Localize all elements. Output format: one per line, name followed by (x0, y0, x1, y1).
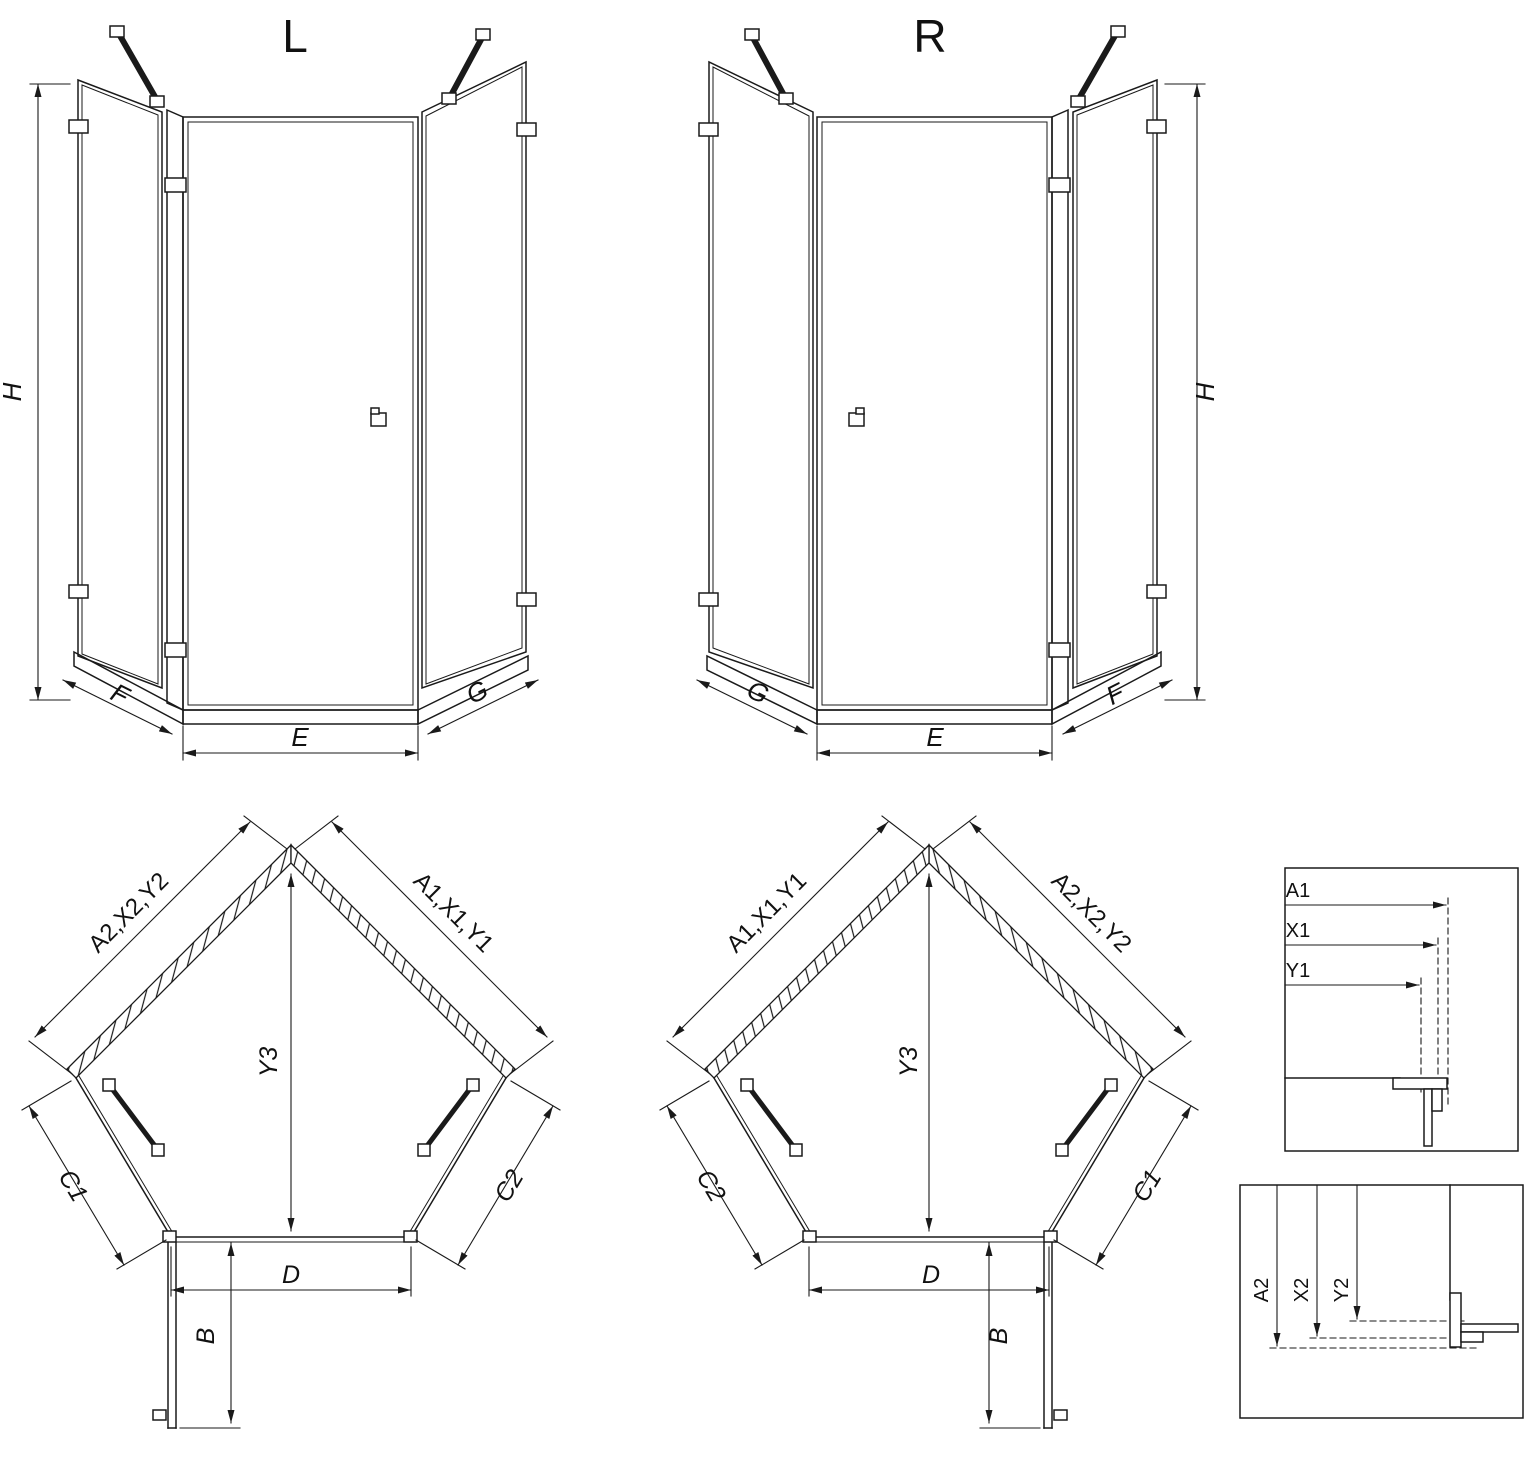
plan-side-right-label-l: C2 (489, 1165, 530, 1207)
plan-door-width-label-r: D (922, 1261, 940, 1289)
dim-label-front-r: E (926, 722, 944, 752)
dim-label-front-l: E (291, 722, 309, 752)
figure-right-plan: A1,X1,Y1 A2,X2,Y2 Y3 C2 C1 D B (660, 816, 1198, 1428)
figure-right-elevation: R G E F H (697, 10, 1220, 760)
dim-label-height-l: H (0, 382, 27, 401)
left-plan-drawing (22, 816, 560, 1428)
right-plan-drawing (660, 816, 1198, 1428)
right-elevation-drawing (697, 26, 1205, 760)
plan-depth-label-r: Y3 (895, 1047, 923, 1078)
plan-wall-left-label-l: A2,X2,Y2 (83, 867, 174, 958)
detail-top-dim-y1: Y1 (1286, 960, 1310, 982)
plan-depth-label-l: Y3 (255, 1047, 283, 1078)
detail-box-top: A1 X1 Y1 (1285, 868, 1518, 1151)
figure-title-right: R (913, 10, 946, 62)
plan-wall-left-label-r: A1,X1,Y1 (721, 867, 812, 958)
figure-left-plan: A2,X2,Y2 A1,X1,Y1 Y3 C1 C2 D B (22, 816, 560, 1428)
plan-side-right-label-r: C1 (1127, 1165, 1167, 1207)
plan-entry-depth-label-r: B (985, 1328, 1013, 1345)
detail-bottom-dim-y2: Y2 (1331, 1278, 1353, 1302)
plan-wall-right-label-r: A2,X2,Y2 (1046, 867, 1137, 958)
detail-top-dim-x1: X1 (1286, 920, 1310, 942)
detail-bottom-drawing (1240, 1185, 1523, 1418)
plan-side-left-label-l: C1 (53, 1165, 93, 1207)
detail-bottom-dim-x2: X2 (1291, 1278, 1313, 1302)
dim-label-right-r: F (1101, 676, 1130, 711)
dim-label-left-l: F (106, 677, 135, 712)
plan-side-left-label-r: C2 (691, 1165, 732, 1207)
dim-label-height-r: H (1190, 382, 1220, 401)
figure-left-elevation: L H F E G (0, 10, 538, 760)
detail-top-drawing (1285, 868, 1518, 1151)
plan-door-width-label-l: D (282, 1261, 300, 1289)
plan-entry-depth-label-l: B (192, 1328, 220, 1345)
detail-box-bottom: A2 X2 Y2 (1240, 1185, 1523, 1418)
left-elevation-drawing (30, 26, 538, 760)
plan-wall-right-label-l: A1,X1,Y1 (408, 867, 499, 958)
figure-title-left: L (282, 10, 308, 62)
detail-bottom-dim-a2: A2 (1251, 1278, 1273, 1302)
detail-top-dim-a1: A1 (1286, 880, 1310, 902)
